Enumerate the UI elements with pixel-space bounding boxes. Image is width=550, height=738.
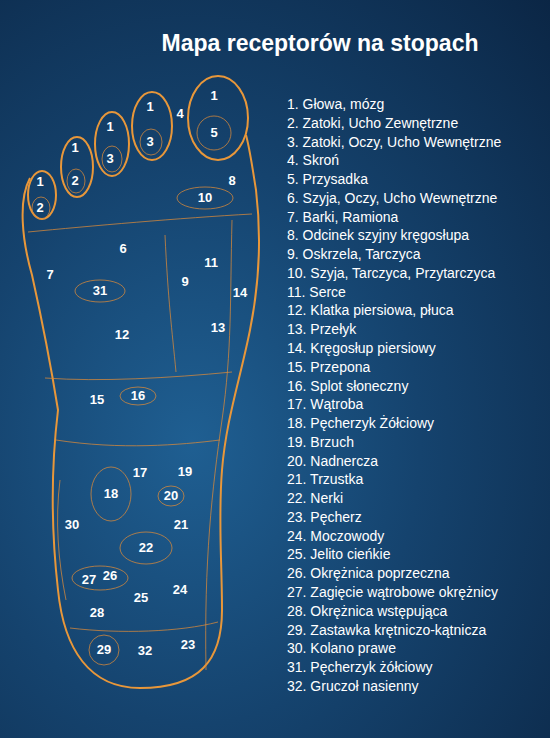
key-entry: 19. Brzuch bbox=[287, 434, 354, 450]
key-entry: 25. Jelito cieńkie bbox=[287, 546, 391, 562]
key-entry: 3. Zatoki, Oczy, Ucho Wewnętrzne bbox=[287, 134, 501, 150]
key-entry: 18. Pęcherzyk Żółciowy bbox=[287, 415, 434, 431]
key-entry: 2. Zatoki, Ucho Zewnętrzne bbox=[287, 115, 458, 131]
callout-number: 9 bbox=[181, 275, 188, 289]
callout-number: 13 bbox=[211, 321, 225, 335]
callout-number: 8 bbox=[228, 174, 235, 188]
zone-lines bbox=[28, 116, 252, 670]
callout-number: 30 bbox=[65, 518, 79, 532]
key-entry: 13. Przełyk bbox=[287, 321, 356, 337]
key-entry: 22. Nerki bbox=[287, 490, 343, 506]
callout-number: 4 bbox=[176, 107, 183, 121]
callout-number: 28 bbox=[90, 606, 104, 620]
callout-number: 20 bbox=[164, 489, 178, 503]
callout-number: 1 bbox=[210, 89, 217, 103]
key-entry: 11. Serce bbox=[287, 284, 346, 300]
key-entry: 31. Pęcherzyk żółciowy bbox=[287, 659, 433, 675]
key-entry: 16. Splot słoneczny bbox=[287, 378, 408, 394]
callout-number: 26 bbox=[103, 569, 117, 583]
callout-number: 10 bbox=[198, 191, 212, 205]
key-entry: 10. Szyja, Tarczyca, Przytarczyca bbox=[287, 265, 495, 281]
key-entry: 28. Okrężnica wstępująca bbox=[287, 603, 447, 619]
callout-number: 29 bbox=[97, 643, 111, 657]
callout-number: 18 bbox=[104, 487, 118, 501]
key-entry: 12. Klatka piersiowa, płuca bbox=[287, 302, 454, 318]
key-entry: 24. Moczowody bbox=[287, 528, 384, 544]
callout-number: 11 bbox=[204, 256, 218, 270]
key-entry: 23. Pęcherz bbox=[287, 509, 362, 525]
foot-outline bbox=[23, 76, 259, 688]
callout-number: 31 bbox=[93, 284, 107, 298]
key-entry: 29. Zastawka krętniczo-kątnicza bbox=[287, 622, 486, 638]
callout-number: 12 bbox=[115, 328, 129, 342]
callout-number: 21 bbox=[174, 518, 188, 532]
callout-number: 1 bbox=[106, 120, 113, 134]
key-entry: 26. Okrężnica poprzeczna bbox=[287, 565, 450, 581]
key-entry: 32. Gruczoł nasienny bbox=[287, 678, 419, 694]
callout-number: 5 bbox=[210, 126, 217, 140]
key-entry: 27. Zagięcie wątrobowe okrężnicy bbox=[287, 584, 498, 600]
callout-number: 27 bbox=[82, 573, 96, 587]
key-entry: 1. Głowa, mózg bbox=[287, 96, 384, 112]
key-entry: 17. Wątroba bbox=[287, 396, 363, 412]
key-entry: 9. Oskrzela, Tarczyca bbox=[287, 246, 421, 262]
title: Mapa receptorów na stopach bbox=[130, 30, 510, 57]
key-entry: 21. Trzustka bbox=[287, 471, 363, 487]
key-entry: 8. Odcinek szyjny kręgosłupa bbox=[287, 227, 469, 243]
callout-number: 15 bbox=[90, 393, 104, 407]
callout-number: 2 bbox=[71, 174, 78, 188]
key-entry: 4. Skroń bbox=[287, 152, 339, 168]
callout-number: 25 bbox=[134, 591, 148, 605]
callout-number: 3 bbox=[106, 152, 113, 166]
callout-number: 3 bbox=[146, 135, 153, 149]
callout-number: 14 bbox=[233, 286, 247, 300]
callout-number: 7 bbox=[46, 268, 53, 282]
callout-number: 32 bbox=[138, 644, 152, 658]
key-entry: 15. Przepona bbox=[287, 359, 370, 375]
callout-number: 6 bbox=[119, 242, 126, 256]
key-entry: 20. Nadnercza bbox=[287, 453, 378, 469]
callout-number: 1 bbox=[146, 100, 153, 114]
key-entry: 7. Barki, Ramiona bbox=[287, 209, 398, 225]
callout-number: 16 bbox=[131, 389, 145, 403]
callout-number: 23 bbox=[181, 638, 195, 652]
callout-number: 24 bbox=[173, 583, 187, 597]
key-entry: 14. Kręgosłup piersiowy bbox=[287, 340, 436, 356]
callout-number: 22 bbox=[139, 541, 153, 555]
callout-number: 19 bbox=[178, 465, 192, 479]
callout-number: 17 bbox=[133, 466, 147, 480]
callout-number: 1 bbox=[36, 175, 43, 189]
key-entry: 30. Kolano prawe bbox=[287, 640, 396, 656]
key-entry: 5. Przysadka bbox=[287, 171, 368, 187]
callout-number: 1 bbox=[71, 141, 78, 155]
callout-number: 2 bbox=[36, 201, 43, 215]
key-entry: 6. Szyja, Oczy, Ucho Wewnętrzne bbox=[287, 190, 497, 206]
